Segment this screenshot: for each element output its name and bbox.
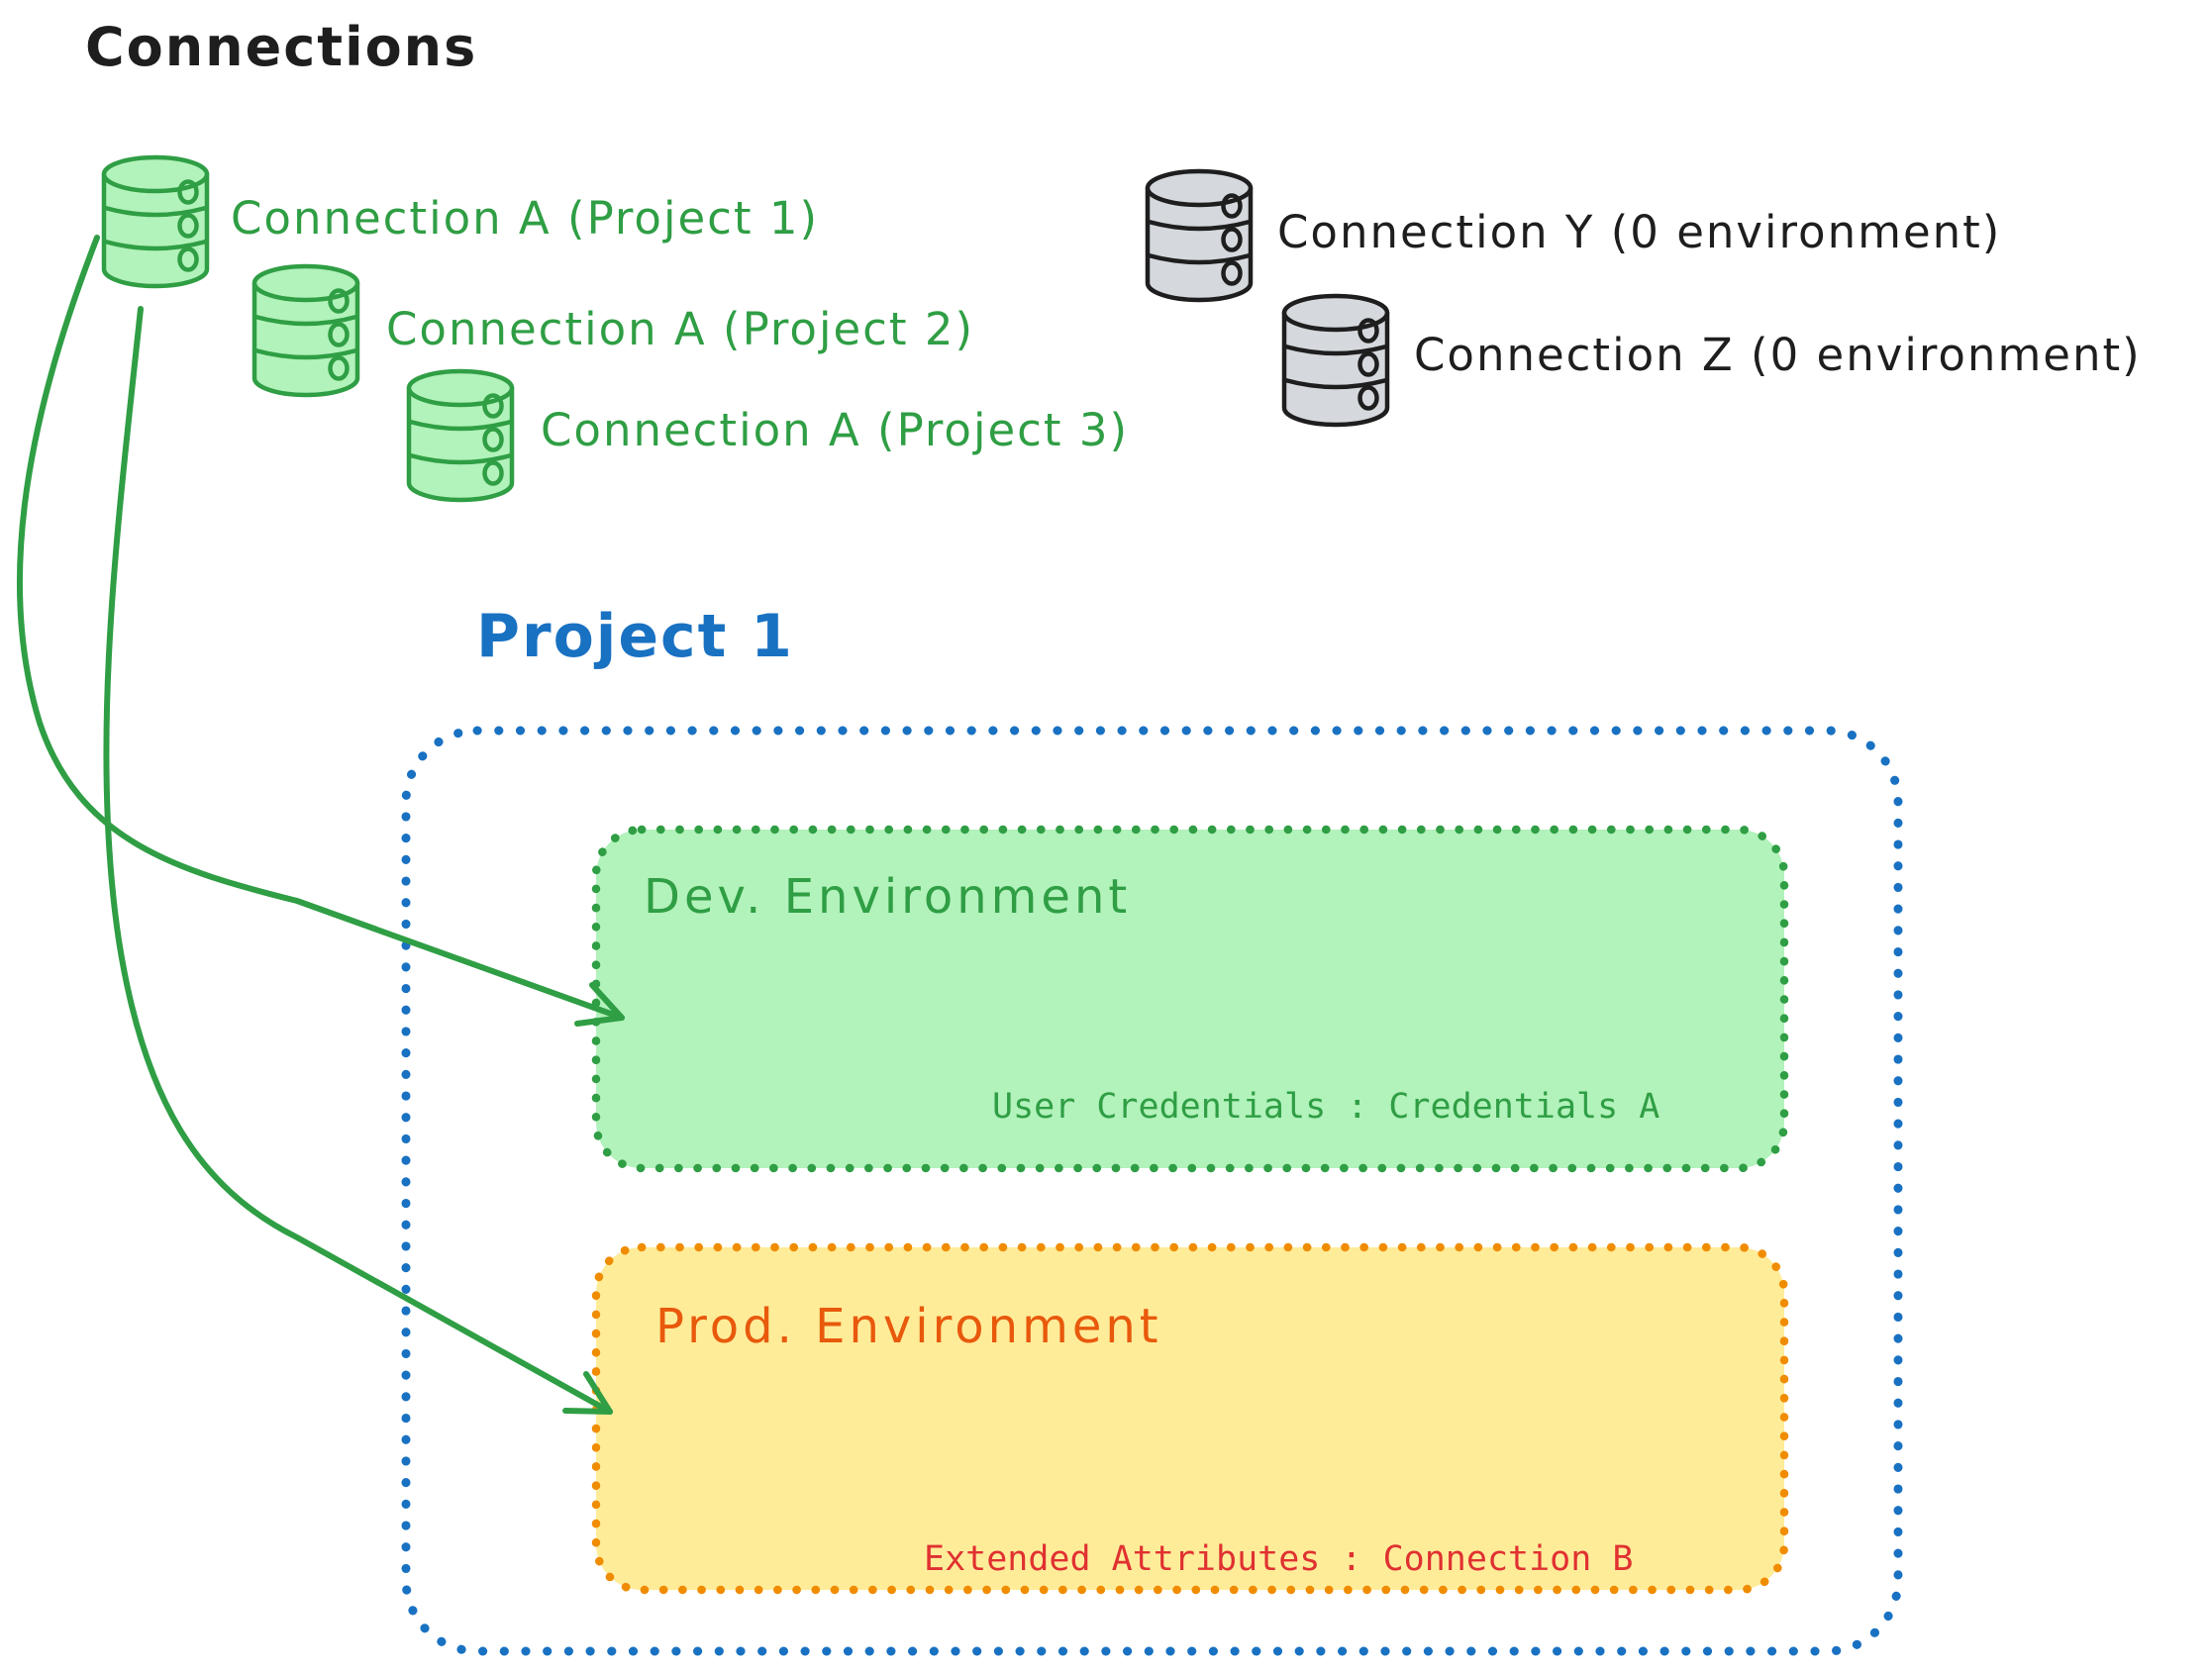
- connection-a-project1-db: [99, 148, 212, 291]
- connection-a-project3-db: [404, 362, 517, 505]
- connection-a-project3-label: Connection A (Project 3): [541, 404, 1130, 456]
- project-1-box: [401, 726, 1903, 1656]
- project-1-title: Project 1: [476, 602, 794, 671]
- connection-a-project2-label: Connection A (Project 2): [386, 303, 975, 355]
- arrow-to-dev-environment: [16, 235, 625, 1027]
- database-icon: [251, 263, 360, 398]
- database-icon: [101, 154, 210, 289]
- dev-environment-mapping: User Credentials : Credentials A: [992, 1087, 1660, 1127]
- connection-y-label: Connection Y (0 environment): [1277, 206, 2002, 258]
- connection-z-db: [1279, 287, 1392, 430]
- connection-a-project2-db: [250, 257, 362, 400]
- connection-z-label: Connection Z (0 environment): [1414, 329, 2142, 381]
- database-icon: [1145, 168, 1254, 303]
- prod-mapping-line-1: Extended Attributes : Connection B: [924, 1539, 1634, 1579]
- connection-y-db: [1143, 162, 1256, 305]
- dev-environment-title: Dev. Environment: [644, 869, 1132, 925]
- database-icon: [406, 368, 515, 503]
- diagram-title: Connections: [85, 16, 478, 78]
- database-icon: [1281, 293, 1390, 428]
- arrow-to-prod-environment: [103, 306, 613, 1415]
- dev-environment-box: [591, 825, 1789, 1173]
- prod-environment-box: [591, 1242, 1789, 1595]
- connection-a-project1-label: Connection A (Project 1): [231, 192, 820, 245]
- prod-environment-mappings: Extended Attributes : Connection B Ext.A…: [924, 1438, 1655, 1674]
- prod-environment-title: Prod. Environment: [655, 1299, 1162, 1354]
